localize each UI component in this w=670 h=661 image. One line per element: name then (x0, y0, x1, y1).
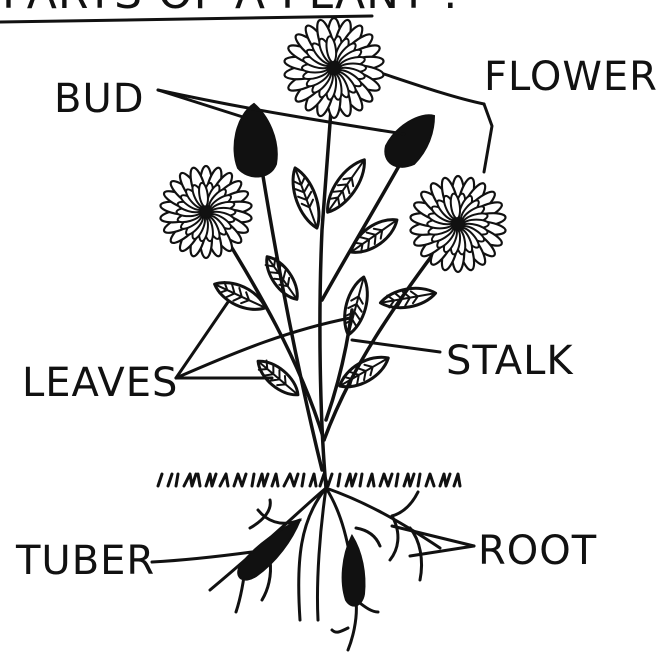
flower-center (200, 206, 212, 218)
ground-line (158, 474, 460, 486)
leaf-upper-right (345, 212, 402, 260)
flower-center (328, 62, 341, 75)
label-bud: BUD (54, 76, 145, 122)
label-stalk: STALK (446, 338, 574, 384)
heading-group: PARTS OF A PLANT : (0, 0, 459, 22)
flower-right (410, 176, 507, 272)
leaf-mid-right (379, 284, 437, 311)
label-tuber: TUBER (15, 538, 155, 584)
pointer-lines (152, 74, 492, 562)
root-main (317, 488, 326, 620)
label-flower: FLOWER (484, 54, 658, 100)
flower-pointer-top (384, 74, 484, 104)
tuber-right (343, 536, 365, 606)
diagram-heading: PARTS OF A PLANT : (2, 0, 459, 19)
label-root: ROOT (478, 528, 597, 574)
tuber-pointer (152, 552, 252, 562)
bud-right (385, 115, 434, 166)
stalk-pointer (352, 340, 440, 352)
leaf-top-left (286, 165, 326, 232)
leaf-mid-center (339, 274, 373, 337)
flower-pointer-right (484, 104, 492, 172)
flower-center (452, 218, 464, 230)
leaf-mid-left-2 (260, 252, 305, 305)
label-leaves: LEAVES (22, 360, 178, 406)
flowers-group (160, 18, 507, 272)
flower-top (284, 18, 385, 118)
flower-left (160, 166, 253, 258)
